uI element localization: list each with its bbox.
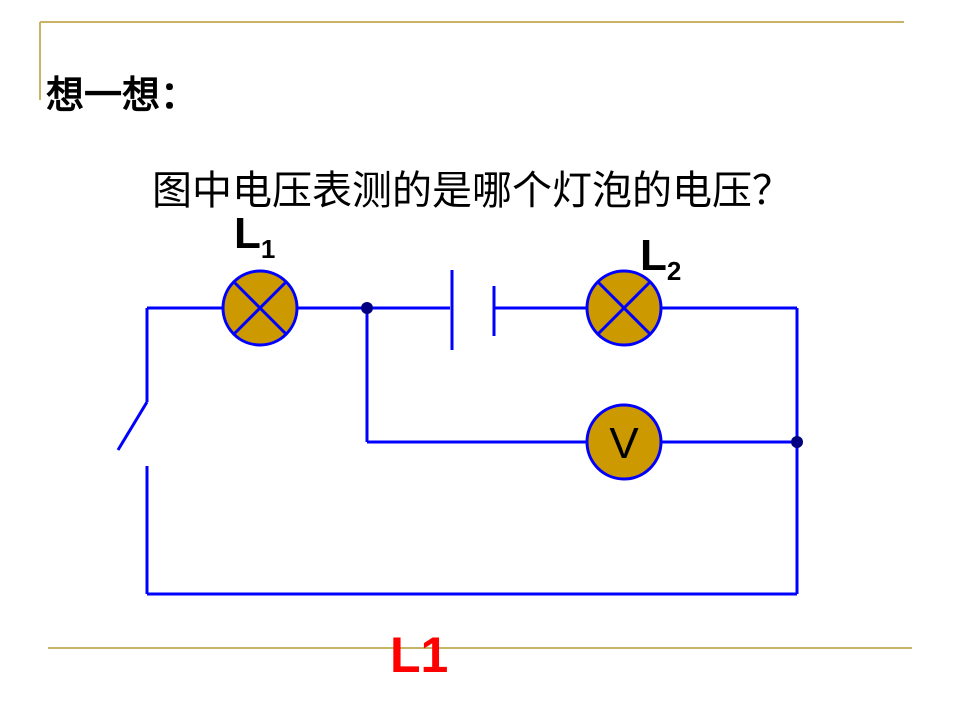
- battery: [450, 270, 496, 350]
- question-text: 图中电压表测的是哪个灯泡的电压？: [152, 168, 792, 214]
- slide-heading: 想一想：: [46, 73, 199, 117]
- circuit-diagram: [145, 306, 799, 596]
- voltmeter: V: [585, 403, 663, 481]
- junction-dot-left: [361, 302, 373, 314]
- switch-blade: [116, 401, 149, 451]
- lamp-l2: [585, 269, 663, 347]
- lamp-l2-label: L2: [640, 231, 681, 286]
- voltmeter-symbol: V: [609, 419, 639, 468]
- answer-text: L1: [390, 627, 449, 683]
- lamp-l1: [221, 269, 299, 347]
- frame-decoration: [39, 21, 912, 649]
- lamp-l1-label: L1: [234, 209, 275, 264]
- junction-dot-right: [791, 436, 803, 448]
